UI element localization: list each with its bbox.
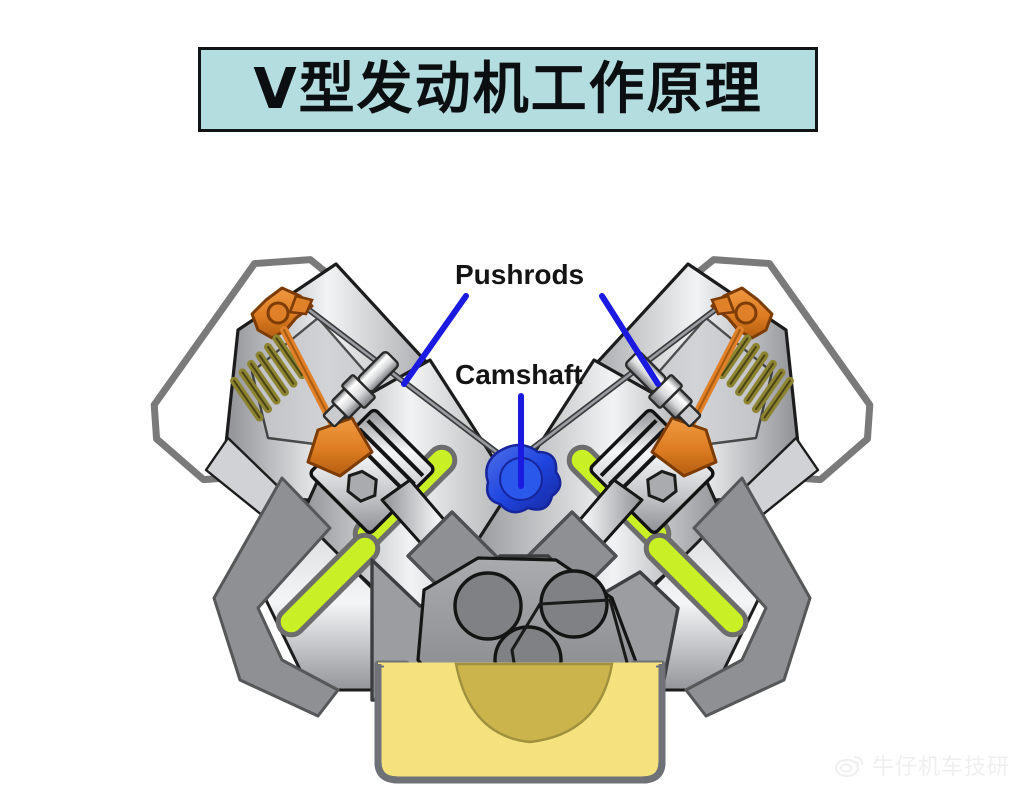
valve-spring-right bbox=[718, 334, 794, 422]
valve-spring-left bbox=[230, 334, 306, 422]
block-outer-wall-right bbox=[684, 476, 812, 718]
wrist-pin-right bbox=[646, 469, 678, 503]
crank-journal-left bbox=[453, 571, 523, 641]
wrist-pin-left bbox=[346, 469, 378, 503]
valve-head-left bbox=[306, 416, 374, 478]
block-outer-wall-left bbox=[212, 476, 340, 718]
rocker-nose-left bbox=[288, 294, 314, 316]
watermark: 牛仔机车技研 bbox=[834, 749, 1010, 781]
oil-pan-lip bbox=[374, 664, 666, 784]
label-camshaft: Camshaft bbox=[455, 359, 583, 390]
watermark-text: 牛仔机车技研 bbox=[871, 755, 1010, 780]
page-title: V型发动机工作原理 bbox=[253, 56, 763, 122]
leader-pushrods-left bbox=[401, 293, 469, 387]
rocker-pivot-right bbox=[734, 301, 758, 325]
counterweight-in-oil bbox=[454, 662, 614, 744]
label-pushrods: Pushrods bbox=[455, 259, 585, 290]
callout-leader-lines bbox=[401, 293, 661, 489]
valve-head-right bbox=[650, 416, 718, 478]
title-banner: V型发动机工作原理 bbox=[198, 47, 818, 132]
spark-plug-left bbox=[322, 350, 400, 428]
leader-pushrods-right bbox=[599, 293, 661, 387]
rocker-nose-right bbox=[710, 294, 736, 316]
rocker-pivot-left bbox=[266, 301, 290, 325]
weibo-logo-icon bbox=[834, 756, 863, 777]
